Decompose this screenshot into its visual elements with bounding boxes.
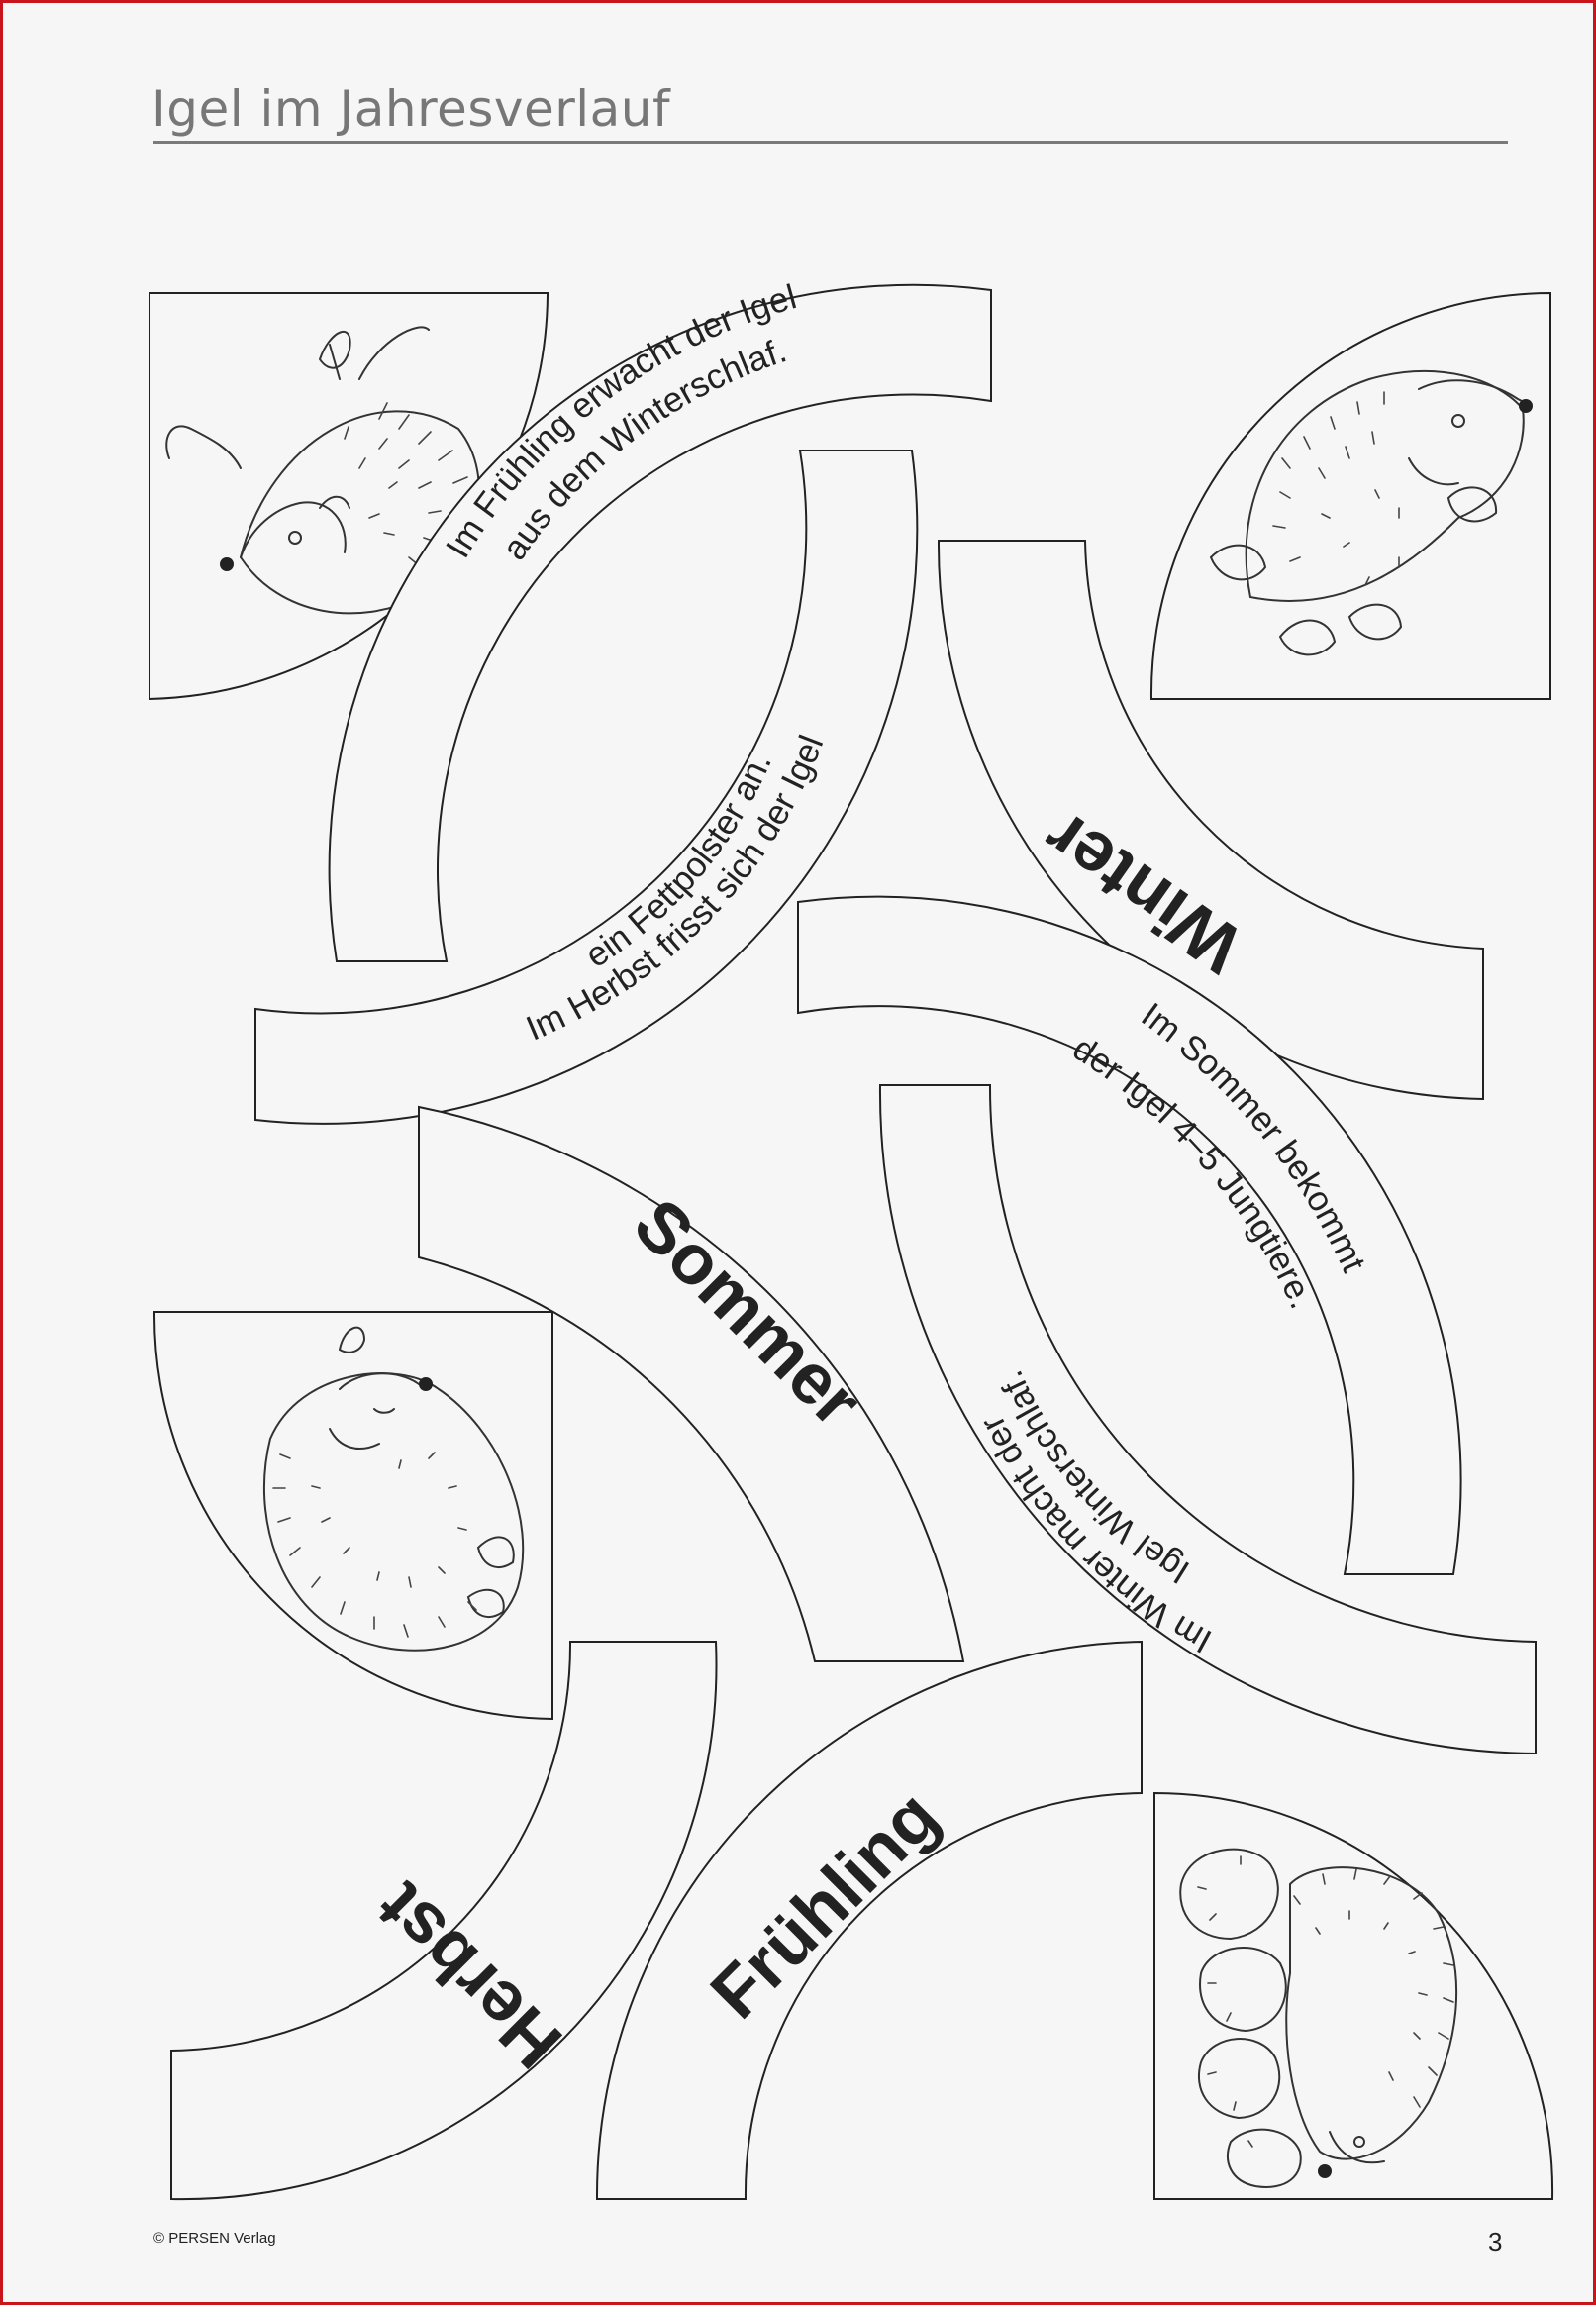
arc-strip-shape	[418, 1105, 965, 1662]
arc-strip-shape	[170, 1641, 718, 2201]
page-number: 3	[1488, 2227, 1503, 2256]
illustration-card-hedgehog-leaves	[1149, 291, 1551, 700]
page-title: Igel im Jahresverlauf	[151, 80, 671, 138]
title-underline	[153, 141, 1508, 144]
quarter-card-shape	[152, 1311, 553, 1721]
hedgehog-in-leaves-icon	[1209, 369, 1533, 656]
arc-strip-shape	[797, 895, 1462, 1575]
hedgehog-family-icon	[1179, 1848, 1458, 2188]
quarter-card-shape	[1153, 1791, 1554, 2200]
illustration-card-hedgehog-family	[1153, 1791, 1554, 2200]
publisher-credit: © PERSEN Verlag	[153, 2230, 276, 2247]
sleeping-hedgehog-icon	[262, 1326, 525, 1652]
arc-strip-shape	[937, 540, 1484, 1101]
arc-strip-shape	[595, 1640, 1143, 2200]
arc-strip-shape	[878, 1084, 1537, 1755]
illustration-card-sleeping-hedgehog	[152, 1311, 553, 1721]
cutout-sheet: Im Frühling erwacht der Igel aus dem Win…	[149, 277, 1554, 2201]
arc-strip-shape	[328, 283, 992, 962]
arc-strip-shape	[254, 450, 919, 1125]
